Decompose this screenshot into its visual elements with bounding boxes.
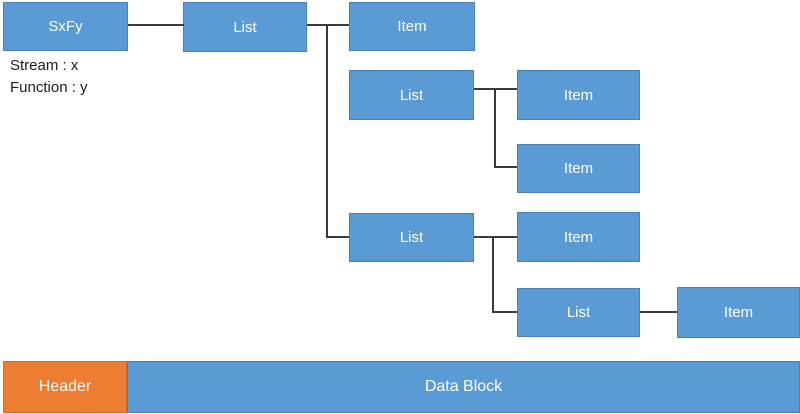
node-item-5: Item <box>677 287 800 338</box>
header-block: Header <box>3 361 127 413</box>
connector-elbow-item3 <box>494 166 517 168</box>
node-list-4: List <box>517 288 640 337</box>
connector-elbow-list4 <box>492 311 517 313</box>
connector-list3-elbow <box>492 236 494 313</box>
connector-trunk <box>326 24 328 238</box>
node-item-4: Item <box>517 212 640 262</box>
node-item-1: Item <box>349 2 475 51</box>
connector-list4-item5 <box>640 311 677 313</box>
node-list-3: List <box>349 213 474 262</box>
annotation-stream: Stream : x <box>10 57 79 74</box>
data-block: Data Block <box>127 361 800 413</box>
annotation-function: Function : y <box>10 79 88 96</box>
connector-sxfy-list1 <box>128 24 184 26</box>
connector-list1-item1 <box>307 24 349 26</box>
node-list-1: List <box>183 2 307 52</box>
connector-trunk-list3 <box>326 236 349 238</box>
node-list-2: List <box>349 70 474 120</box>
node-sxfy: SxFy <box>3 2 128 51</box>
node-item-2: Item <box>517 70 640 120</box>
node-item-3: Item <box>517 144 640 193</box>
connector-list3-item4 <box>474 236 517 238</box>
connector-list2-elbow <box>494 88 496 168</box>
